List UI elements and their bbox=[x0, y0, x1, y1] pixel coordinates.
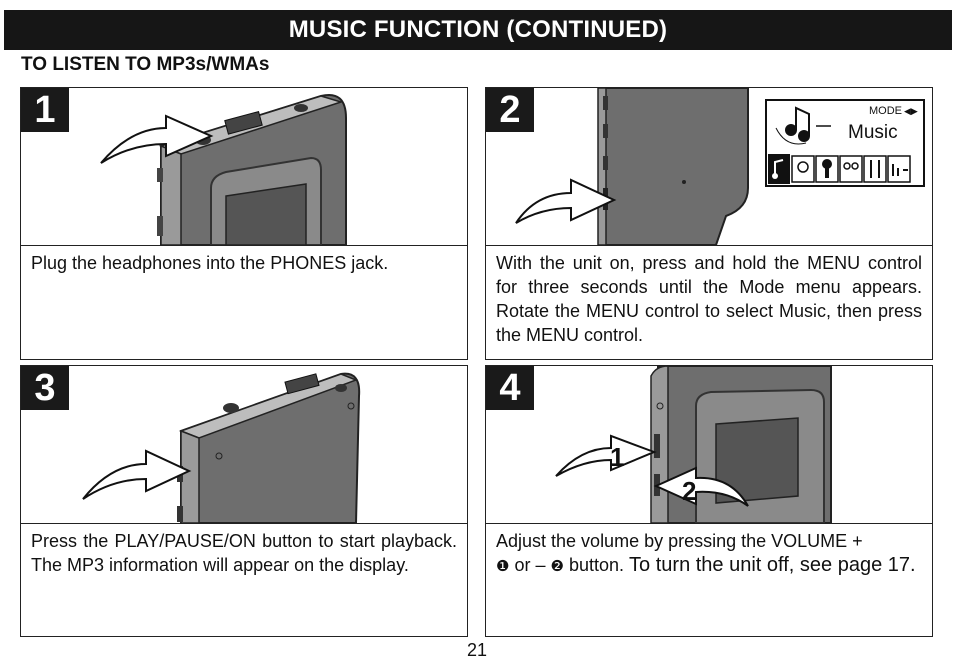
step-4-instruction: Adjust the volume by pressing the VOLUME… bbox=[496, 529, 922, 579]
step-4-text-d: To turn the unit off, see page 17. bbox=[629, 554, 916, 576]
step-number-badge: 2 bbox=[486, 88, 534, 132]
step-2-instruction: With the unit on, press and hold the MEN… bbox=[496, 253, 922, 345]
section-subheading: TO LISTEN TO MP3s/WMAs bbox=[21, 54, 270, 75]
callout-2-label: 2 bbox=[682, 476, 696, 506]
display-menu-title: Music bbox=[848, 122, 898, 143]
volume-minus-marker-icon: ❷ bbox=[550, 558, 564, 575]
step-1-instruction: Plug the headphones into the PHONES jack… bbox=[31, 253, 389, 273]
step-1-illustration: 1 bbox=[21, 88, 467, 246]
step-panel-1: 1 Plug the headphones into the PHONES ja… bbox=[20, 87, 468, 360]
page-number: 21 bbox=[466, 640, 488, 660]
callout-1-label: 1 bbox=[610, 442, 624, 472]
step-3-instruction: Press the PLAY/PAUSE/ON button to start … bbox=[31, 531, 457, 575]
music-note-icon bbox=[775, 106, 831, 145]
step-4-text-c: button. bbox=[568, 555, 625, 575]
step-number-badge: 3 bbox=[21, 366, 69, 410]
step-number-badge: 1 bbox=[21, 88, 69, 132]
step-panel-2: MODE ◀▶ Music 2 With the unit on, press … bbox=[485, 87, 933, 360]
mode-icon-row bbox=[768, 154, 911, 184]
volume-plus-marker-icon: ❶ bbox=[496, 558, 510, 575]
page-header: MUSIC FUNCTION (CONTINUED) bbox=[4, 10, 952, 50]
step-4-illustration: 1 2 4 bbox=[486, 366, 932, 524]
step-panel-4: 1 2 4 Adjust the volume by pressing the … bbox=[485, 365, 933, 637]
step-4-text-a: Adjust the volume by pressing the VOLUME… bbox=[496, 531, 863, 551]
step-4-text-b: or – bbox=[514, 555, 546, 575]
page-title: MUSIC FUNCTION (CONTINUED) bbox=[288, 16, 668, 43]
step-panel-3: 3 Press the PLAY/PAUSE/ON button to star… bbox=[20, 365, 468, 637]
display-mode-label: MODE bbox=[869, 105, 902, 117]
step-3-illustration: 3 bbox=[21, 366, 467, 524]
step-2-illustration: MODE ◀▶ Music 2 bbox=[486, 88, 932, 246]
mode-arrows-icon: ◀▶ bbox=[904, 107, 918, 117]
step-number-badge: 4 bbox=[486, 366, 534, 410]
